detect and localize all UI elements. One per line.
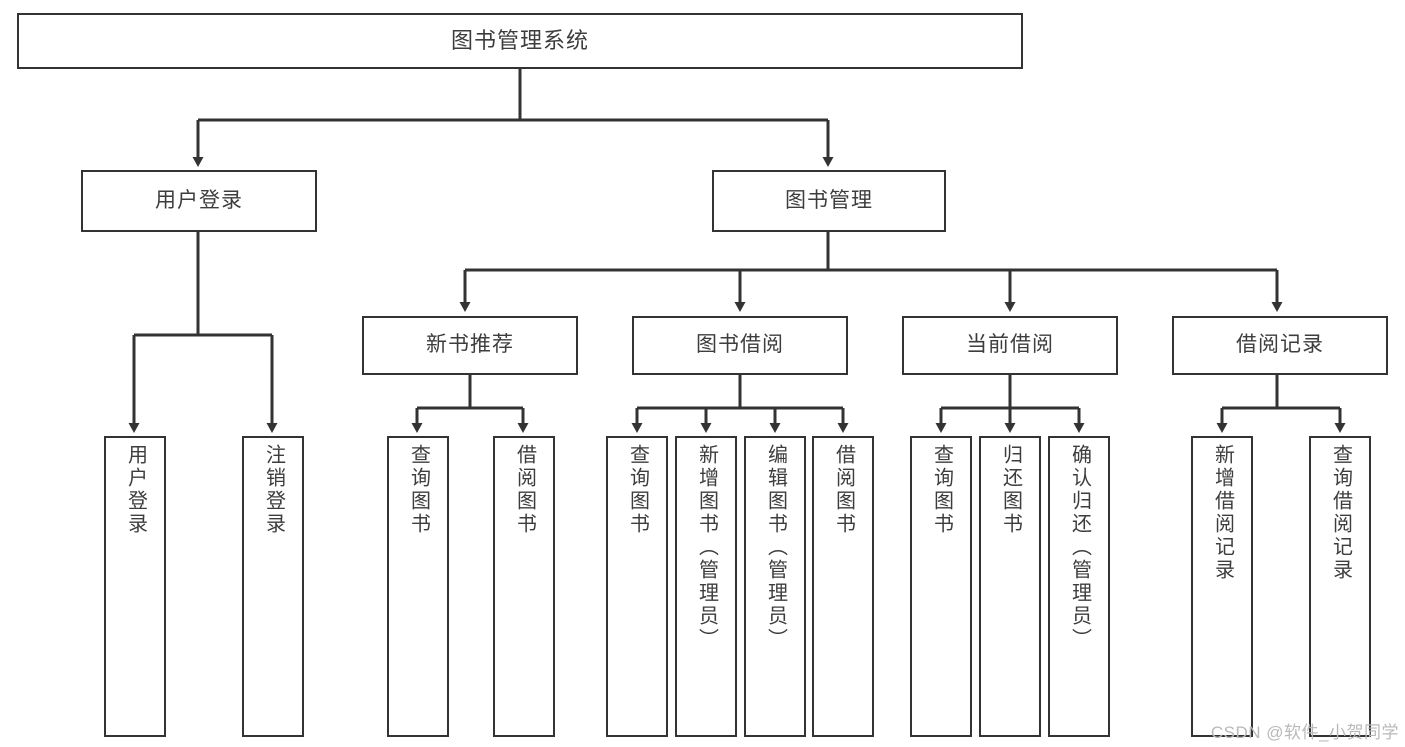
node-label: 用户登录 [124, 444, 147, 536]
node-leaf-user-logout[interactable]: 注销登录 [242, 436, 304, 737]
node-label: 注销登录 [262, 444, 285, 536]
node-label: 查询借阅记录 [1329, 444, 1352, 582]
node-user-login[interactable]: 用户登录 [81, 170, 317, 232]
node-leaf-add-book[interactable]: 新增图书（管理员） [675, 436, 737, 737]
node-leaf-confirm-return[interactable]: 确认归还（管理员） [1048, 436, 1110, 737]
node-leaf-edit-book[interactable]: 编辑图书（管理员） [744, 436, 806, 737]
node-label: 借阅记录 [1236, 333, 1324, 357]
node-leaf-user-login[interactable]: 用户登录 [104, 436, 166, 737]
node-label: 归还图书 [999, 444, 1022, 536]
node-leaf-borrow-book-1[interactable]: 借阅图书 [493, 436, 555, 737]
node-book-management[interactable]: 图书管理 [712, 170, 946, 232]
node-label: 借阅图书 [513, 444, 536, 536]
node-label: 借阅图书 [832, 444, 855, 536]
node-label: 图书管理 [785, 188, 873, 212]
node-label: 查询图书 [407, 444, 430, 536]
node-label: 用户登录 [155, 188, 243, 212]
node-leaf-query-book-3[interactable]: 查询图书 [910, 436, 972, 737]
node-leaf-query-book-1[interactable]: 查询图书 [387, 436, 449, 737]
node-label: 图书借阅 [696, 333, 784, 357]
node-label: 查询图书 [930, 444, 953, 536]
node-label: 查询图书 [626, 444, 649, 536]
node-leaf-query-borrow-record[interactable]: 查询借阅记录 [1309, 436, 1371, 737]
node-label: 新书推荐 [426, 333, 514, 357]
node-leaf-return-book[interactable]: 归还图书 [979, 436, 1041, 737]
node-leaf-borrow-book-2[interactable]: 借阅图书 [812, 436, 874, 737]
node-leaf-add-borrow-record[interactable]: 新增借阅记录 [1191, 436, 1253, 737]
node-label: 编辑图书（管理员） [764, 444, 787, 651]
node-borrow-records[interactable]: 借阅记录 [1172, 316, 1388, 375]
node-label: 新增图书（管理员） [695, 444, 718, 651]
node-label: 当前借阅 [966, 333, 1054, 357]
node-current-borrow[interactable]: 当前借阅 [902, 316, 1118, 375]
node-label: 图书管理系统 [450, 28, 589, 54]
node-new-book-recommend[interactable]: 新书推荐 [362, 316, 578, 375]
node-leaf-query-book-2[interactable]: 查询图书 [606, 436, 668, 737]
node-label: 新增借阅记录 [1211, 444, 1234, 582]
node-root[interactable]: 图书管理系统 [17, 13, 1023, 69]
node-book-borrow[interactable]: 图书借阅 [632, 316, 848, 375]
node-label: 确认归还（管理员） [1068, 444, 1091, 651]
